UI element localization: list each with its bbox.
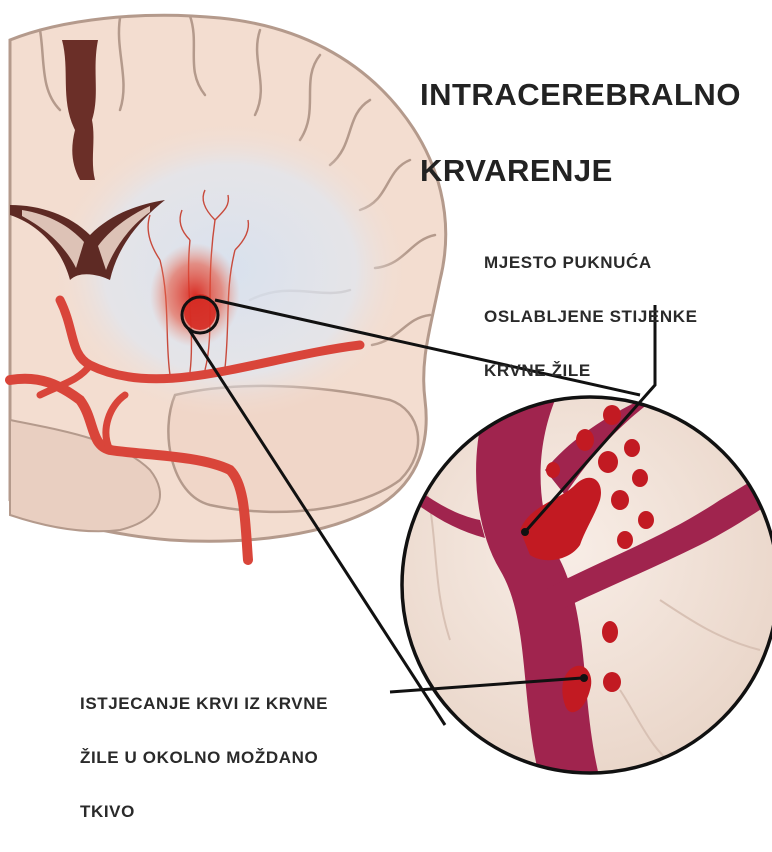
title-line-1: INTRACEREBRALNO [420,76,741,114]
zoom-detail [390,390,772,775]
rupture-site-callout: MJESTO PUKNUĆA OSLABLJENE STIJENKE KRVNE… [484,222,698,411]
leak-callout-line-2: ŽILE U OKOLNO MOŽDANO [80,744,328,771]
blood-leak-callout: ISTJECANJE KRVI IZ KRVNE ŽILE U OKOLNO M… [80,663,328,852]
rupture-callout-line-3: KRVNE ŽILE [484,357,698,384]
rupture-callout-line-2: OSLABLJENE STIJENKE [484,303,698,330]
diagram-canvas: INTRACEREBRALNO KRVARENJE MJESTO PUKNUĆA… [0,0,772,775]
leak-callout-line-3: TKIVO [80,798,328,825]
title-line-2: KRVARENJE [420,152,741,190]
diagram-title: INTRACEREBRALNO KRVARENJE [420,38,741,228]
leak-callout-line-1: ISTJECANJE KRVI IZ KRVNE [80,690,328,717]
rupture-callout-line-1: MJESTO PUKNUĆA [484,249,698,276]
